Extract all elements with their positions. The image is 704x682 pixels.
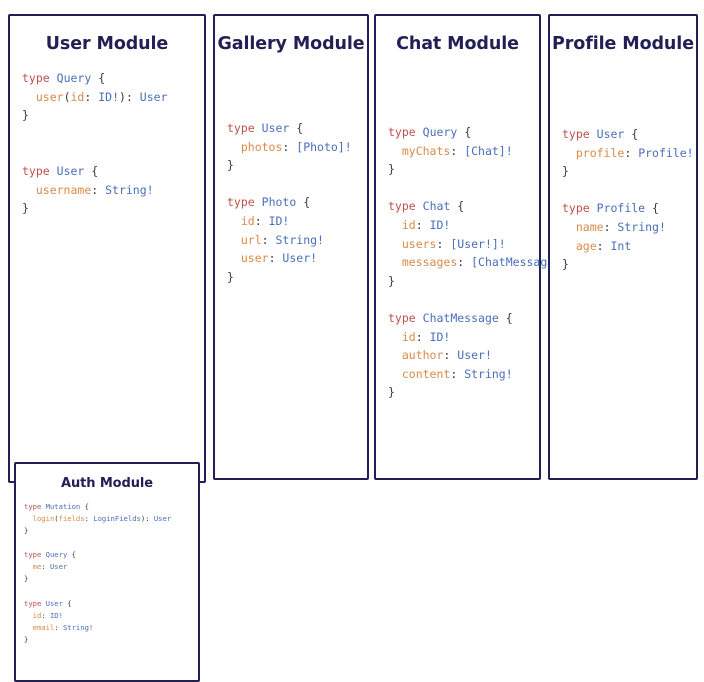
panel-user-module-title: User Module [45, 34, 169, 54]
spacer [376, 55, 539, 109]
panel-auth-module-title: Auth Module [61, 475, 153, 491]
panel-user-module-code: type Query { user(id: ID!): User } type … [22, 71, 168, 216]
panel-chat-module-title: Chat Module [396, 34, 519, 54]
panel-chat-module-code: type Query { myChats: [Chat]! } type Cha… [388, 125, 569, 400]
panel-chat-module[interactable]: Chat Module type Query { myChats: [Chat]… [374, 14, 569, 480]
panel-gallery-module[interactable]: Gallery Module type User { photos: [Phot… [213, 14, 369, 480]
spacer [550, 55, 696, 111]
panel-auth-module[interactable]: Auth Module type Mutation { login(fields… [14, 461, 200, 682]
panel-user-module[interactable]: User Module type Query { user(id: ID!): … [8, 14, 206, 682]
panel-profile-module[interactable]: Profile Module type User { profile: Prof… [548, 14, 698, 480]
spacer [215, 55, 367, 105]
schema-module-board: User Module type Query { user(id: ID!): … [8, 14, 698, 682]
panel-gallery-module-code: type User { photos: [Photo]! } type Phot… [227, 121, 352, 284]
panel-auth-module-code: type Mutation { login(fields: LoginField… [24, 501, 172, 644]
panel-gallery-module-title: Gallery Module [217, 34, 365, 54]
panel-profile-module-code: type User { profile: Profile! } type Pro… [562, 127, 694, 272]
panel-profile-module-title: Profile Module [552, 34, 694, 54]
